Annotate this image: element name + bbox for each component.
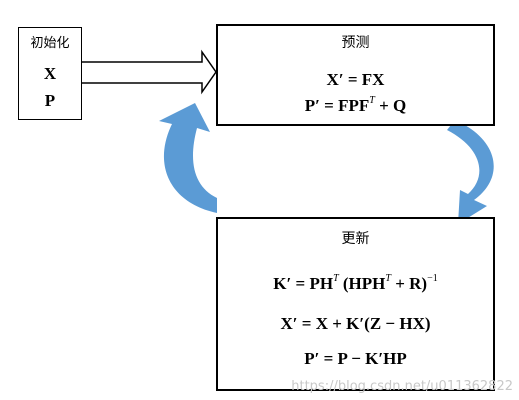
update-eq1-a: K′ = PH [273,274,334,293]
update-eq1-c: + R) [390,274,428,293]
update-equation-state: X′ = X + K′(Z − HX) [218,314,493,334]
update-eq3-text: P′ = P − K′HP [304,349,407,368]
update-eq1-supB: T [385,273,391,284]
update-eq2-text: X′ = X + K′(Z − HX) [280,314,431,333]
init-var-x: X [43,64,57,83]
predict-eq2-rest: + Q [374,96,407,115]
predict-equation-covariance: P′ = FPFT + Q [218,96,493,116]
watermark: https://blog.csdn.net/u011362822 [291,379,513,394]
update-box: 更新 K′ = PHT (HPHT + R)−1 X′ = X + K′(Z −… [216,217,495,391]
update-eq1-supC: −1 [427,273,438,284]
update-equation-covariance: P′ = P − K′HP [218,349,493,369]
predict-to-update-cycle-arrow [447,120,494,224]
init-var-p: P [44,91,56,110]
predict-eq2-text: P′ = FPF [304,96,370,115]
init-to-predict-arrow [81,49,217,95]
predict-eq2-sup: T [369,95,375,106]
update-to-predict-cycle-arrow [159,103,217,213]
update-title: 更新 [341,231,370,247]
predict-box: 预测 X′ = FX P′ = FPFT + Q [216,24,495,126]
predict-equation-state: X′ = FX [218,70,493,90]
update-eq1-b: (HPH [338,274,386,293]
update-equation-gain: K′ = PHT (HPHT + R)−1 [218,274,493,294]
update-eq1-supA: T [333,273,339,284]
init-title: 初始化 [30,36,70,51]
predict-title: 预测 [341,35,370,51]
init-box: 初始化 X P [18,27,82,120]
predict-eq1-text: X′ = FX [326,70,385,89]
